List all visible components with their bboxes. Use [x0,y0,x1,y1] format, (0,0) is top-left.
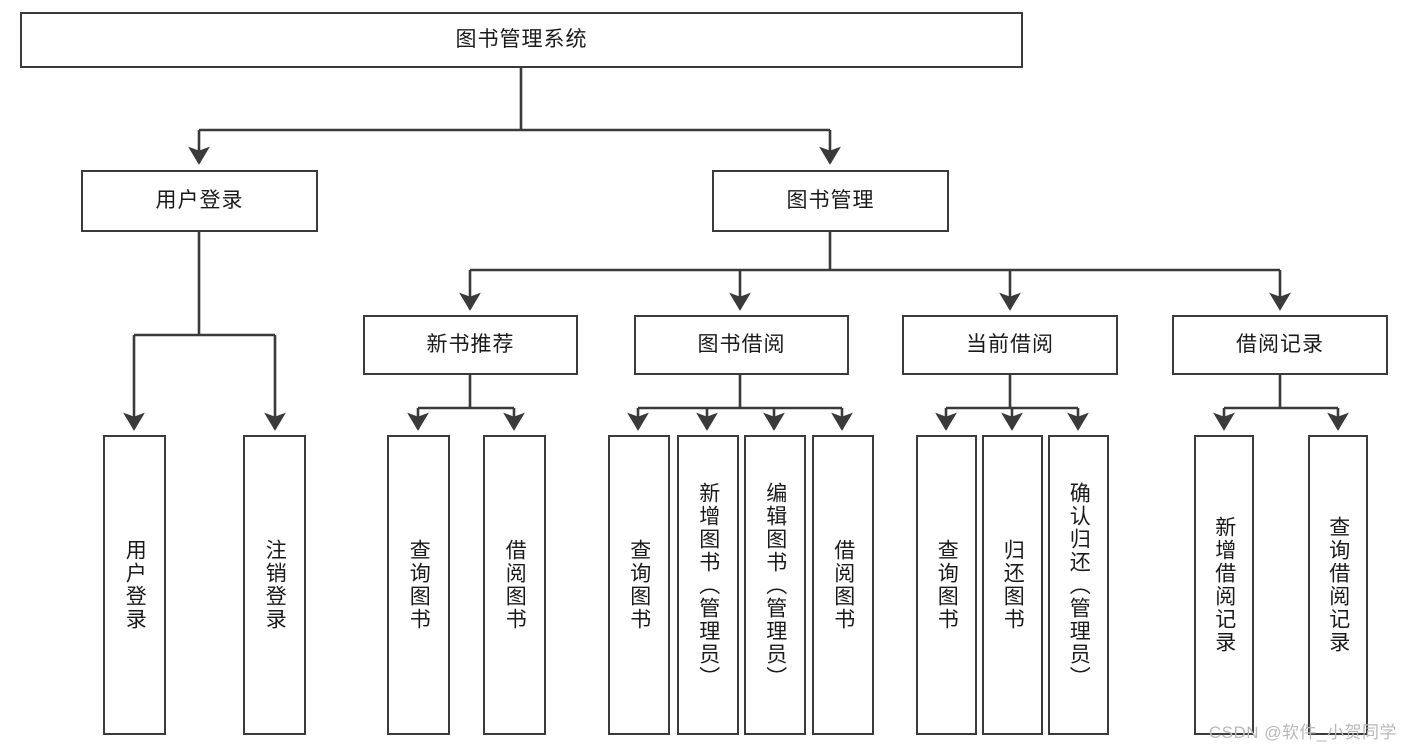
node-new-book-recommend[interactable]: 新书推荐 [363,315,578,375]
node-leaf-add-book[interactable]: 新增图书（管理员） [677,435,739,735]
node-leaf-user-login[interactable]: 用户登录 [103,435,166,735]
node-leaf-borrow-book-2-label: 借阅图书 [831,539,855,631]
node-leaf-query-book-1[interactable]: 查询图书 [387,435,450,735]
node-leaf-query-book-3[interactable]: 查询图书 [916,435,977,735]
node-leaf-query-book-2-label: 查询图书 [627,539,651,631]
node-new-book-recommend-label: 新书推荐 [426,333,515,357]
node-leaf-add-record-label: 新增借阅记录 [1212,516,1236,654]
node-leaf-edit-book[interactable]: 编辑图书（管理员） [744,435,806,735]
node-book-manage-label: 图书管理 [786,189,875,213]
node-root-label: 图书管理系统 [455,28,588,52]
node-root[interactable]: 图书管理系统 [20,12,1023,68]
node-book-manage[interactable]: 图书管理 [712,170,949,232]
node-leaf-borrow-book-2[interactable]: 借阅图书 [812,435,874,735]
node-leaf-query-record[interactable]: 查询借阅记录 [1308,435,1368,735]
node-leaf-query-book-2[interactable]: 查询图书 [608,435,670,735]
node-leaf-user-login-label: 用户登录 [123,539,147,631]
node-current-borrow-label: 当前借阅 [966,333,1054,357]
node-leaf-confirm-return-label: 确认归还（管理员） [1067,481,1091,689]
node-leaf-borrow-book-1-label: 借阅图书 [503,539,527,631]
node-book-borrow-label: 图书借阅 [697,333,786,357]
node-leaf-query-book-3-label: 查询图书 [935,539,959,631]
node-user-login[interactable]: 用户登录 [81,170,318,232]
node-leaf-logout-login-label: 注销登录 [263,539,287,631]
node-leaf-confirm-return[interactable]: 确认归还（管理员） [1048,435,1109,735]
node-leaf-add-book-label: 新增图书（管理员） [696,481,720,689]
node-borrow-record-label: 借阅记录 [1236,333,1324,357]
node-leaf-return-book[interactable]: 归还图书 [982,435,1043,735]
node-borrow-record[interactable]: 借阅记录 [1172,315,1388,375]
node-leaf-borrow-book-1[interactable]: 借阅图书 [483,435,546,735]
node-current-borrow[interactable]: 当前借阅 [902,315,1118,375]
node-leaf-return-book-label: 归还图书 [1001,539,1025,631]
node-user-login-label: 用户登录 [155,189,244,213]
node-leaf-query-book-1-label: 查询图书 [407,539,431,631]
node-leaf-query-record-label: 查询借阅记录 [1326,516,1350,654]
node-book-borrow[interactable]: 图书借阅 [634,315,849,375]
node-leaf-add-record[interactable]: 新增借阅记录 [1194,435,1254,735]
node-leaf-logout-login[interactable]: 注销登录 [243,435,306,735]
node-leaf-edit-book-label: 编辑图书（管理员） [763,481,787,689]
